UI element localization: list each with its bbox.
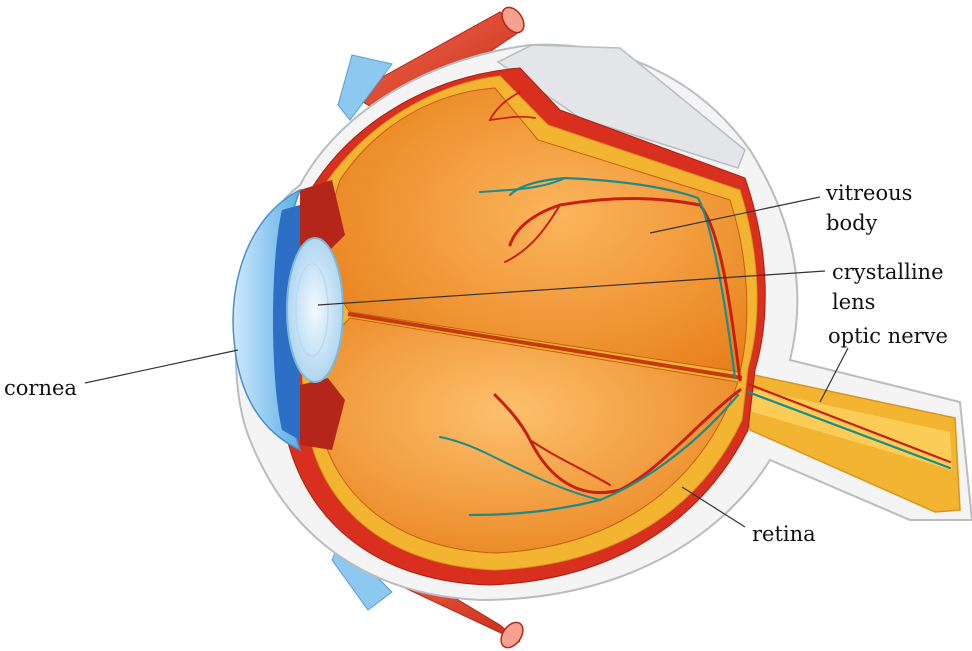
ciliary-body-bottom	[300, 378, 345, 450]
leader-lines	[84, 196, 849, 528]
crystalline-lens	[286, 237, 344, 383]
label-optic-nerve: optic nerve	[828, 324, 948, 348]
conjunctiva-flap-top	[337, 54, 393, 121]
leader-lens	[317, 270, 826, 306]
label-vitreous-line2: body	[826, 211, 878, 235]
ciliary-body-top	[300, 180, 345, 255]
label-lens-line2: lens	[832, 290, 875, 314]
label-cornea: cornea	[4, 376, 77, 400]
leader-cornea	[84, 349, 239, 384]
leader-retina	[681, 486, 746, 528]
leader-optic	[819, 347, 849, 403]
label-vitreous-line1: vitreous	[825, 181, 912, 205]
label-lens-line1: crystalline	[832, 260, 944, 284]
leader-vitreous	[649, 196, 821, 234]
blood-vessels	[439, 91, 952, 517]
label-retina: retina	[752, 522, 816, 546]
